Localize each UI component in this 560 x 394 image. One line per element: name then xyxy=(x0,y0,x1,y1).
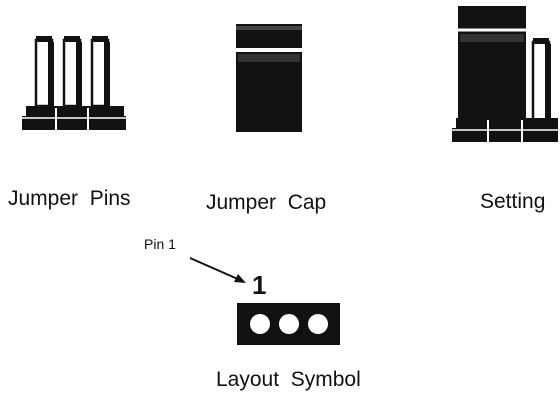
setting-illustration xyxy=(452,6,558,142)
pin1-pointer-label: Pin 1 xyxy=(144,236,176,252)
setting-cap xyxy=(458,6,526,120)
jumper-pin-3 xyxy=(90,36,110,108)
pin1-number-label: 1 xyxy=(252,270,267,300)
layout-symbol-label: Layout Symbol xyxy=(216,368,361,391)
setting-base xyxy=(452,118,558,142)
jumper-pins-base xyxy=(22,106,126,130)
setting-label: Setting xyxy=(480,190,546,213)
layout-pin-dot-3 xyxy=(308,314,328,334)
jumper-pins-label: Jumper Pins xyxy=(8,187,131,210)
jumper-pins-illustration xyxy=(22,36,126,130)
jumper-pin-2 xyxy=(62,36,82,108)
layout-symbol-block xyxy=(237,303,340,345)
jumper-pin-1 xyxy=(34,36,54,108)
jumper-cap-label: Jumper Cap xyxy=(206,191,327,214)
pin1-pointer-arrow xyxy=(189,257,246,283)
setting-free-pin xyxy=(531,38,551,124)
jumper-cap-illustration xyxy=(236,24,302,132)
layout-pin-dot-2 xyxy=(279,314,299,334)
layout-pin-dot-1 xyxy=(250,314,270,334)
